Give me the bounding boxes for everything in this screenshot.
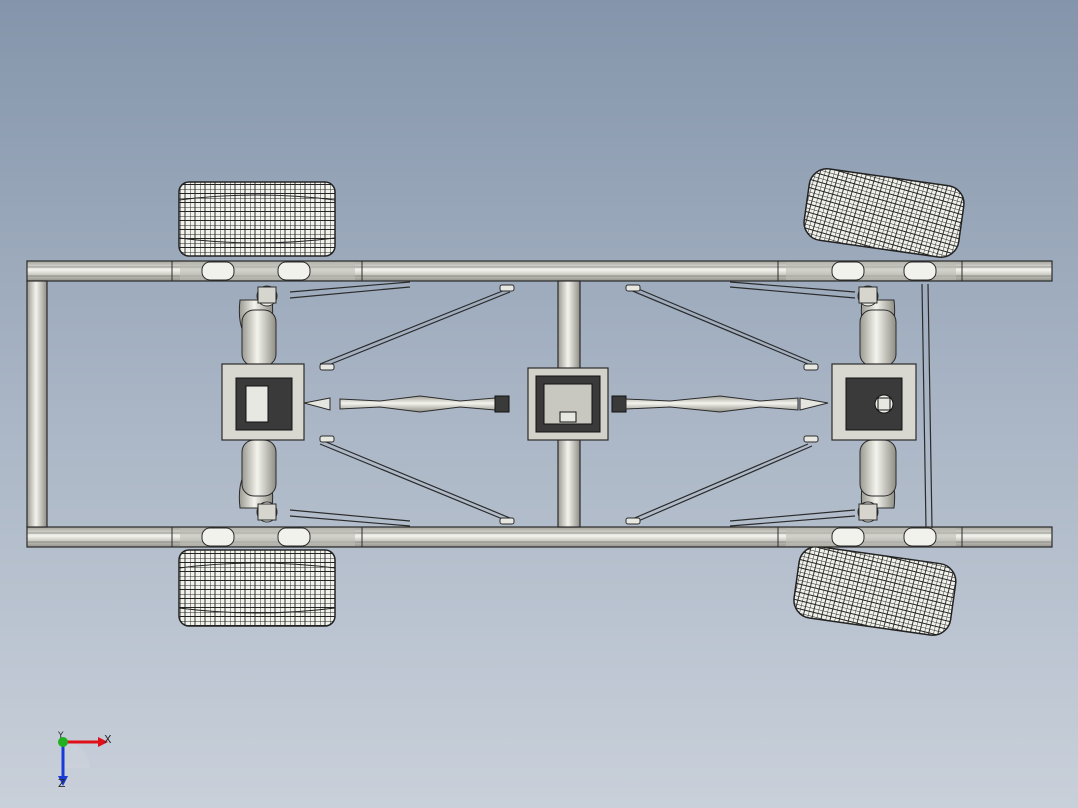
frame-rail-top[interactable]: [26, 260, 1053, 282]
rear-axle-assembly[interactable]: [201, 261, 311, 547]
frame-rail-bottom[interactable]: [26, 526, 1053, 548]
drive-shaft-front[interactable]: [611, 395, 829, 413]
tire-rear-top[interactable]: [178, 181, 336, 257]
y-axis-icon: [58, 737, 68, 747]
front-axle-assembly[interactable]: [831, 261, 937, 547]
coordinate-triad-icon: [50, 728, 120, 798]
transfer-case[interactable]: [527, 367, 609, 441]
tire-front-bottom[interactable]: [792, 544, 958, 637]
x-axis-label: X: [104, 733, 112, 746]
frame-crossmember-right[interactable]: [921, 283, 933, 529]
frame-crossmember-left[interactable]: [26, 280, 48, 528]
brace-mounts: [319, 284, 819, 525]
y-axis-label: Y: [58, 731, 64, 741]
tire-front-top[interactable]: [802, 166, 967, 259]
z-axis-label: Z: [58, 777, 66, 790]
drive-shaft-rear[interactable]: [303, 395, 510, 413]
diagonal-braces: [289, 281, 856, 527]
tire-rear-bottom[interactable]: [178, 549, 336, 627]
